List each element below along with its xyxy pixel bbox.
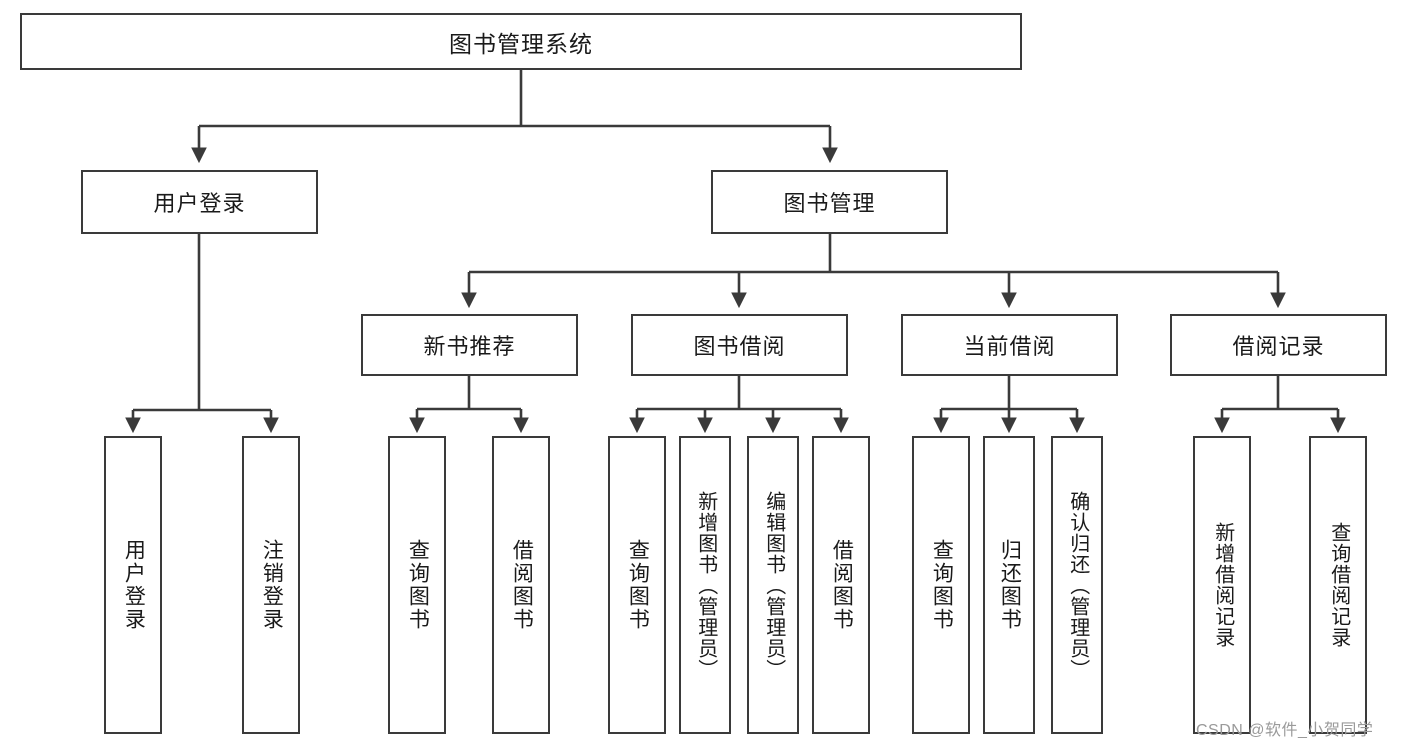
node-label: 图书管理系统 [449, 30, 593, 57]
leaf-borrow-record-query-record[interactable]: 查询借阅记录 [1309, 436, 1367, 734]
node-current-borrow[interactable]: 当前借阅 [901, 314, 1118, 376]
leaf-label: 用户登录 [122, 539, 146, 631]
node-root-book-management-system[interactable]: 图书管理系统 [20, 13, 1022, 70]
leaf-label: 新增图书（管理员） [694, 490, 717, 680]
leaf-label: 查询借阅记录 [1327, 522, 1350, 648]
leaf-label: 新增借阅记录 [1211, 522, 1234, 648]
leaf-label: 编辑图书（管理员） [762, 490, 785, 680]
leaf-label: 查询图书 [930, 539, 954, 631]
leaf-book-borrow-add-book-admin[interactable]: 新增图书（管理员） [679, 436, 731, 734]
leaf-label: 归还图书 [998, 539, 1022, 631]
leaf-new-book-borrow-book[interactable]: 借阅图书 [492, 436, 550, 734]
node-label: 图书借阅 [693, 334, 786, 359]
leaf-current-borrow-confirm-return-admin[interactable]: 确认归还（管理员） [1051, 436, 1103, 734]
leaf-book-borrow-borrow-book[interactable]: 借阅图书 [812, 436, 870, 734]
node-label: 当前借阅 [963, 334, 1056, 359]
leaf-user-login-login[interactable]: 用户登录 [104, 436, 162, 734]
node-label: 新书推荐 [423, 334, 516, 359]
leaf-label: 查询图书 [406, 539, 430, 631]
node-book-borrow[interactable]: 图书借阅 [631, 314, 848, 376]
node-user-login[interactable]: 用户登录 [81, 170, 318, 234]
leaf-label: 借阅图书 [510, 539, 534, 631]
node-new-book-recommend[interactable]: 新书推荐 [361, 314, 578, 376]
leaf-current-borrow-return-book[interactable]: 归还图书 [983, 436, 1035, 734]
node-book-management[interactable]: 图书管理 [711, 170, 948, 234]
leaf-current-borrow-query-book[interactable]: 查询图书 [912, 436, 970, 734]
leaf-label: 查询图书 [626, 539, 650, 631]
leaf-book-borrow-edit-book-admin[interactable]: 编辑图书（管理员） [747, 436, 799, 734]
node-label: 图书管理 [783, 191, 876, 216]
leaf-book-borrow-query-book[interactable]: 查询图书 [608, 436, 666, 734]
leaf-new-book-query-book[interactable]: 查询图书 [388, 436, 446, 734]
leaf-label: 注销登录 [260, 539, 284, 631]
leaf-label: 借阅图书 [830, 539, 854, 631]
leaf-user-login-logout[interactable]: 注销登录 [242, 436, 300, 734]
csdn-watermark: CSDN @软件_小贺同学 [1196, 722, 1374, 739]
leaf-label: 确认归还（管理员） [1066, 490, 1089, 680]
node-label: 用户登录 [153, 191, 246, 216]
leaf-borrow-record-add-record[interactable]: 新增借阅记录 [1193, 436, 1251, 734]
node-label: 借阅记录 [1232, 334, 1325, 359]
node-borrow-record[interactable]: 借阅记录 [1170, 314, 1387, 376]
